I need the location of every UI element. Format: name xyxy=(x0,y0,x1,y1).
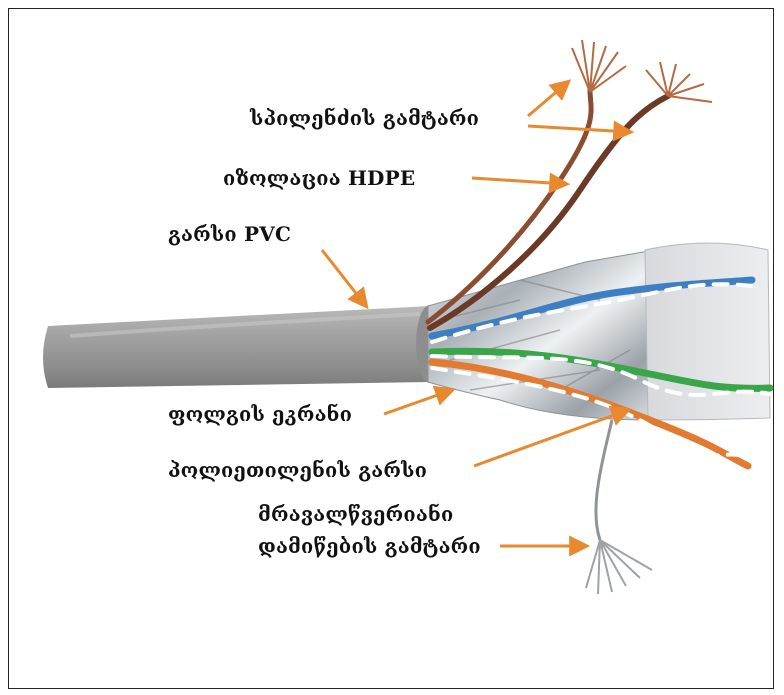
label-polyethylene-sheath: პოლიეთილენის გარსი xyxy=(168,458,427,482)
arrow-insulation xyxy=(472,178,566,184)
label-copper-conductor: სპილენძის გამტარი xyxy=(250,106,479,130)
arrow-jacket xyxy=(322,250,366,306)
arrow-sheath xyxy=(474,410,628,466)
label-insulation: იზოლაცია HDPE xyxy=(223,166,415,190)
arrow-foil xyxy=(384,390,452,414)
arrow-copper-1 xyxy=(528,82,568,116)
label-pvc-jacket: გარსი PVC xyxy=(168,222,291,246)
label-foil-screen: ფოლგის ეკრანი xyxy=(168,402,352,426)
copper-wire-ends xyxy=(572,40,712,102)
label-drain-line2: დამიწების გამტარი xyxy=(258,534,481,558)
pvc-jacket xyxy=(43,305,444,388)
drain-wire xyxy=(586,420,652,594)
arrow-copper-2 xyxy=(528,126,630,132)
label-drain-line1: მრავალწვერიანი xyxy=(258,502,453,526)
